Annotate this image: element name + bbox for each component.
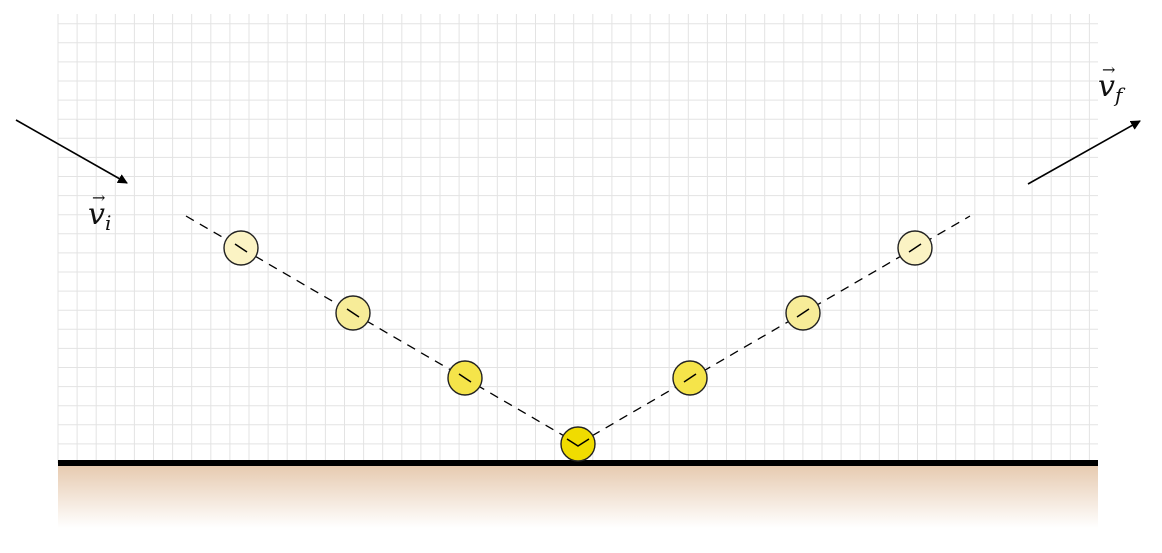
ball-direction-mark: [683, 373, 697, 383]
ball-2: [335, 295, 371, 331]
ball-7: [897, 230, 933, 266]
ball-direction-mark: [796, 308, 810, 318]
ball-5: [672, 360, 708, 396]
ground-surface: [58, 464, 1098, 528]
outgoing-trajectory: [577, 215, 971, 445]
ball-3: [447, 360, 483, 396]
ball-direction-mark: [458, 373, 472, 383]
initial-velocity-arrow: [15, 119, 128, 184]
vector-arrow-symbol: →: [1102, 60, 1116, 79]
final-velocity-arrow: [1027, 120, 1141, 185]
incoming-trajectory: [185, 215, 579, 445]
vector-arrow-symbol: →: [92, 188, 106, 207]
vi-subscript: i: [104, 211, 112, 235]
ball-direction-mark: [566, 438, 590, 447]
background-grid: [57, 14, 1098, 464]
vf-subscript: f: [1114, 83, 1123, 107]
ball-direction-mark: [908, 243, 922, 253]
ball-6: [785, 295, 821, 331]
ball-direction-mark: [234, 243, 248, 253]
ball-1: [223, 230, 259, 266]
final-velocity-label: →vf: [1098, 62, 1123, 107]
vf-symbol: v: [1098, 69, 1115, 104]
ball-4: [560, 426, 596, 462]
ball-circle: [560, 426, 596, 462]
vi-symbol: v: [88, 197, 105, 232]
ball-positions: [223, 230, 933, 462]
initial-velocity-label: →vi: [88, 190, 112, 235]
ball-direction-mark: [346, 308, 360, 318]
